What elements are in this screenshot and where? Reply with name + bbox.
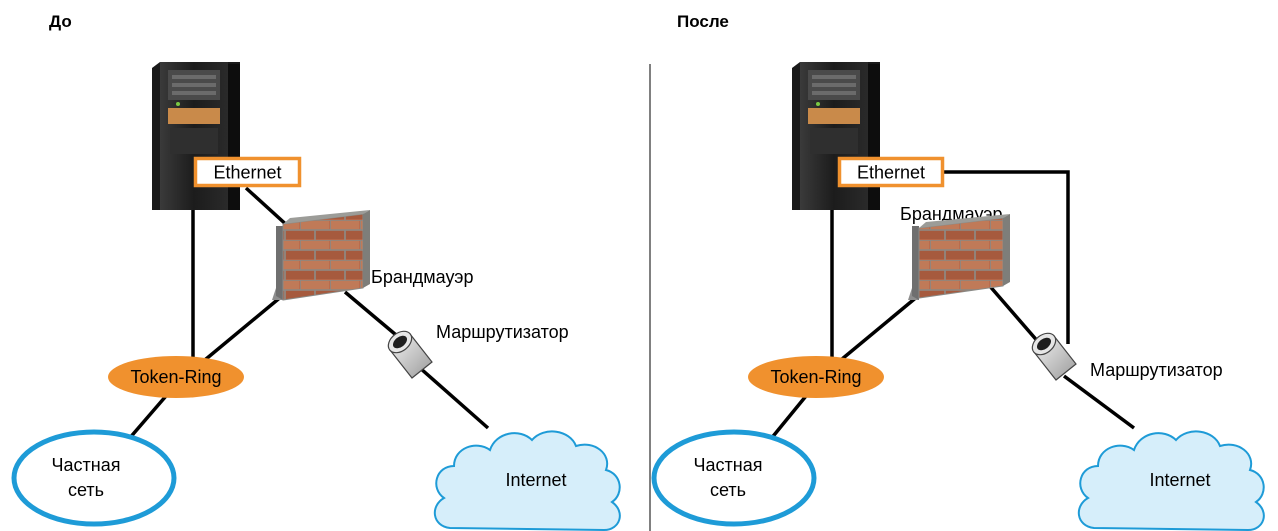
link-router-internet xyxy=(418,366,490,430)
ethernet-label: Ethernet xyxy=(213,163,281,183)
router-label: Маршрутизатор xyxy=(1090,360,1223,380)
link-router-internet xyxy=(1062,374,1136,430)
link-firewall-router xyxy=(986,282,1042,346)
router-label: Маршрутизатор xyxy=(436,322,569,342)
link-ethernet-router-bypass xyxy=(943,170,1070,344)
link-firewall-router xyxy=(343,290,404,342)
token-ring-label: Token-Ring xyxy=(770,367,861,387)
firewall-label: Брандмауэр xyxy=(371,267,473,287)
link-ethernet-firewall xyxy=(244,186,292,230)
panel-before-heading: До xyxy=(49,12,72,31)
ethernet-box: Ethernet xyxy=(193,156,302,188)
firewall-icon xyxy=(908,214,1010,300)
internet-cloud-icon: Internet xyxy=(434,430,621,531)
token-ring-node: Token-Ring xyxy=(748,356,884,398)
firewall-icon xyxy=(272,210,370,301)
router-icon xyxy=(387,330,433,379)
private-network-label-line1: Частная xyxy=(52,455,121,475)
private-network-node: Частная сеть xyxy=(11,429,177,527)
link-firewall-tokenring xyxy=(834,294,920,366)
panel-before: До Ethernet xyxy=(11,12,621,531)
internet-label: Internet xyxy=(505,470,566,490)
private-network-label-line2: сеть xyxy=(710,480,746,500)
link-firewall-tokenring xyxy=(198,294,284,366)
ethernet-box: Ethernet xyxy=(837,156,945,188)
token-ring-label: Token-Ring xyxy=(130,367,221,387)
router-icon xyxy=(1031,332,1077,381)
server-icon xyxy=(152,62,240,210)
panel-after-heading: После xyxy=(677,12,729,31)
internet-label: Internet xyxy=(1149,470,1210,490)
ethernet-label: Ethernet xyxy=(857,163,925,183)
link-tokenring-private xyxy=(126,394,168,442)
link-tokenring-private xyxy=(768,394,808,442)
private-network-label-line1: Частная xyxy=(694,455,763,475)
panel-after: После Ethernet Брандмауэр xyxy=(651,12,1265,531)
internet-cloud-icon: Internet xyxy=(1078,430,1265,531)
private-network-label-line2: сеть xyxy=(68,480,104,500)
token-ring-node: Token-Ring xyxy=(108,356,244,398)
server-icon xyxy=(792,62,880,210)
private-network-node: Частная сеть xyxy=(651,429,817,527)
